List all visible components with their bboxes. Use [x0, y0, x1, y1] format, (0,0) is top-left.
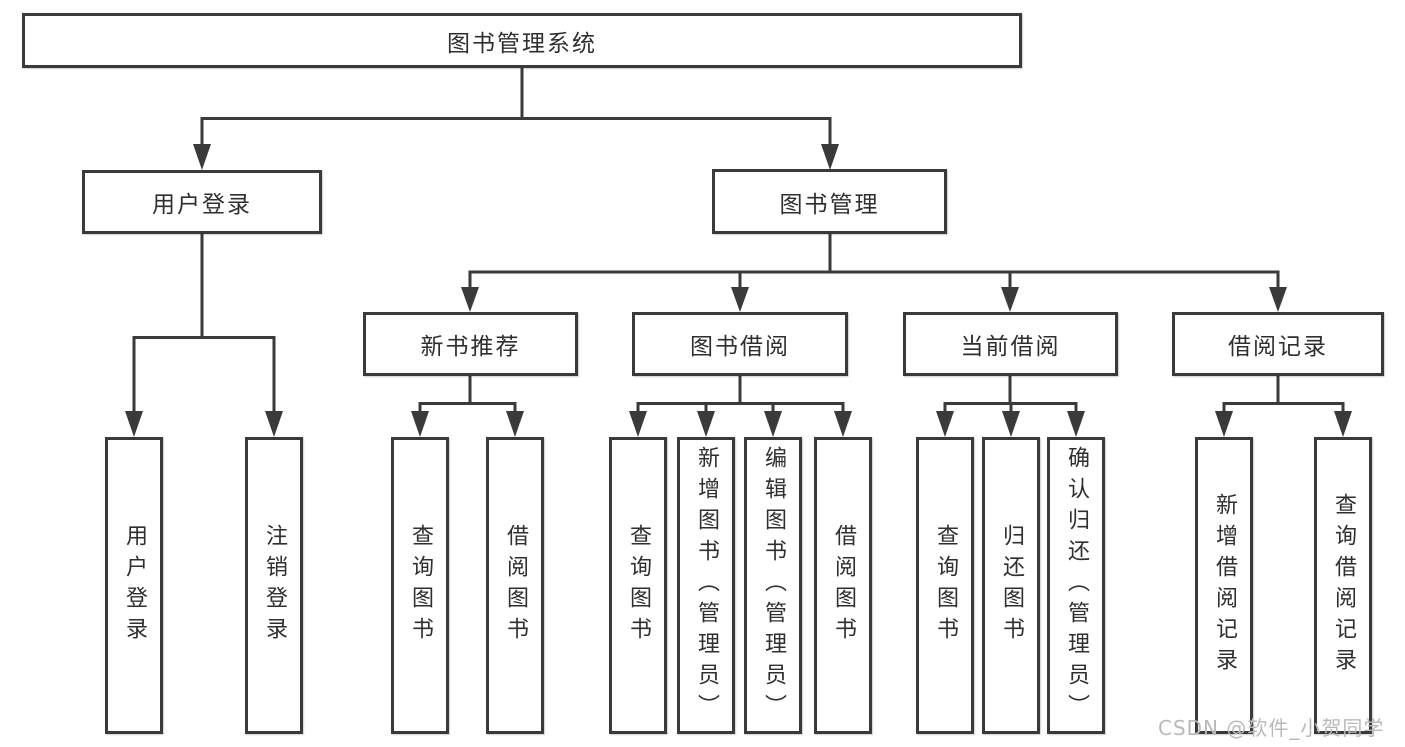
leaf-logout: 注销登录 — [245, 437, 303, 734]
arrowhead — [697, 411, 715, 437]
leaf-query-book-borrowing: 查询图书 — [609, 437, 667, 734]
node-new-book-recommend: 新书推荐 — [363, 312, 578, 376]
arrowhead — [1334, 411, 1352, 437]
arrowhead — [506, 411, 524, 437]
arrowhead — [1067, 411, 1085, 437]
leaf-confirm-return-admin: 确认归还（管理员） — [1047, 437, 1105, 734]
arrowhead — [1269, 287, 1287, 312]
arrowhead — [461, 287, 479, 312]
arrowhead — [411, 411, 429, 437]
node-user-login: 用户登录 — [82, 170, 322, 234]
arrowhead — [1215, 411, 1233, 437]
arrowhead — [821, 144, 839, 170]
node-root-system: 图书管理系统 — [22, 13, 1022, 68]
node-borrowing-record: 借阅记录 — [1172, 312, 1384, 376]
arrowhead — [731, 287, 749, 312]
leaf-return-book: 归还图书 — [982, 437, 1040, 734]
leaf-borrow-book-recommend: 借阅图书 — [486, 437, 544, 734]
arrowhead — [834, 411, 852, 437]
arrowhead — [265, 411, 283, 437]
arrowhead — [125, 411, 143, 437]
arrowhead — [936, 411, 954, 437]
node-current-borrowing: 当前借阅 — [903, 312, 1118, 376]
leaf-add-borrow-record: 新增借阅记录 — [1195, 437, 1253, 734]
leaf-add-book-admin: 新增图书（管理员） — [677, 437, 735, 734]
leaf-borrow-book: 借阅图书 — [814, 437, 872, 734]
arrowhead — [629, 411, 647, 437]
leaf-query-borrow-record: 查询借阅记录 — [1314, 437, 1372, 734]
arrowhead — [1002, 411, 1020, 437]
leaf-query-book-current: 查询图书 — [916, 437, 974, 734]
arrowhead — [1001, 287, 1019, 312]
csdn-watermark: CSDN @软件_小贺同学 — [1158, 716, 1385, 740]
leaf-edit-book-admin: 编辑图书（管理员） — [744, 437, 802, 734]
node-book-borrowing: 图书借阅 — [632, 312, 848, 376]
arrowhead — [764, 411, 782, 437]
node-book-management: 图书管理 — [712, 169, 947, 234]
leaf-query-book-recommend: 查询图书 — [391, 437, 449, 734]
arrowhead — [193, 144, 211, 170]
leaf-user-login: 用户登录 — [105, 437, 163, 734]
